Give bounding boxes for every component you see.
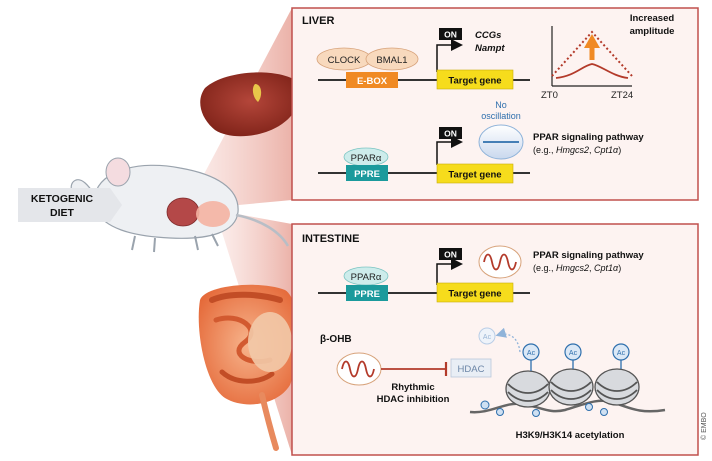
intestine-panel: INTESTINE PPARα PPRE ON Target gene PPAR… [291, 223, 699, 456]
ebox-label: E-BOX [357, 76, 388, 87]
hdac-label: HDAC [458, 364, 485, 375]
increased-label: Increased [630, 13, 675, 24]
faded-ac-mark [478, 327, 496, 345]
intestine-on-badge [439, 248, 462, 260]
intestine-ppar-alpha-label: PPARα [351, 272, 382, 283]
diet-label-line2: DIET [50, 207, 75, 219]
intestine-ppre-label: PPRE [354, 289, 380, 300]
liver-transcription-arrow-2 [436, 136, 463, 165]
ac-mark-2 [564, 343, 582, 361]
hdac-box [450, 358, 492, 378]
ac-label-1: Ac [527, 350, 536, 357]
nucleosome-2 [548, 368, 594, 406]
intestine-ppre-element [346, 285, 388, 301]
bmal1-protein [365, 47, 419, 71]
ccgs-label: CCGs [475, 30, 501, 41]
chromatin-fiber [469, 360, 666, 417]
liver-eg-line: (e.g., Hmgcs2, Cpt1α) [533, 145, 621, 155]
rhythmic-label: Rhythmic [391, 382, 434, 393]
bohb-oscillation-oval [336, 352, 382, 386]
liver-ppre-label: PPRE [354, 169, 380, 180]
liver-target-gene-label-2: Target gene [448, 170, 501, 181]
intestine-title: INTESTINE [302, 233, 359, 245]
bohb-wave [341, 360, 375, 378]
intestine-transcription-arrow [436, 258, 463, 285]
oscillation-label: oscillation [481, 111, 521, 121]
hdac-inhibition-label: HDAC inhibition [377, 394, 450, 405]
faded-ac-label: Ac [483, 334, 492, 341]
liver-target-gene-label-1: Target gene [448, 76, 501, 87]
acetylation-label: H3K9/H3K14 acetylation [516, 430, 625, 441]
liver-target-gene-1 [436, 69, 514, 90]
copyright-label: © EMBO [700, 412, 708, 440]
liver-on-badge-1 [439, 28, 462, 40]
amplitude-plot: ZT0 ZT24 Increased amplitude [541, 13, 674, 101]
ketogenic-diet-label: KETOGENIC DIET [18, 188, 122, 222]
liver-on-label-2: ON [444, 129, 457, 139]
bmal1-label: BMAL1 [376, 55, 407, 66]
bohb-label: β-OHB [320, 334, 352, 345]
ac-mark-3 [612, 343, 630, 361]
liver-illustration [200, 72, 301, 137]
mouse-illustration [70, 157, 290, 253]
intestine-illustration [198, 284, 298, 451]
amplitude-up-arrow [584, 34, 600, 48]
ac-mark-1 [522, 343, 540, 361]
no-label: No [495, 100, 507, 110]
nucleosome-1 [505, 370, 551, 408]
intestine-target-gene [436, 282, 514, 303]
clock-label: CLOCK [328, 55, 361, 66]
liver-target-gene-2 [436, 163, 514, 184]
zt0-label: ZT0 [541, 90, 558, 101]
ebox-element [346, 72, 398, 88]
liver-ppar-pathway-label: PPAR signaling pathway [533, 132, 644, 143]
liver-transcription-arrow-1 [436, 39, 463, 72]
amplitude-label: amplitude [630, 26, 675, 37]
nucleosome-3 [594, 368, 640, 406]
liver-title: LIVER [302, 15, 334, 27]
oscillation-wave [483, 253, 517, 271]
liver-on-badge-2 [439, 127, 462, 139]
liver-on-label-1: ON [444, 30, 457, 40]
intestine-ppar-pathway-label: PPAR signaling pathway [533, 250, 644, 261]
intestine-on-label: ON [444, 250, 457, 260]
zt24-label: ZT24 [611, 90, 633, 101]
liver-panel: LIVER CLOCK BMAL1 E-BOX ON Target gene C… [291, 7, 699, 201]
baseline-amplitude-curve [555, 63, 629, 79]
liver-ppar-alpha-label: PPARα [351, 153, 382, 164]
nampt-label: Nampt [475, 43, 505, 54]
ac-label-3: Ac [617, 350, 626, 357]
intestine-eg-line: (e.g., Hmgcs2, Cpt1α) [533, 263, 621, 273]
increased-amplitude-curve [551, 30, 633, 77]
intestine-target-gene-label: Target gene [448, 289, 501, 300]
liver-ppre-element [346, 165, 388, 181]
diet-label-line1: KETOGENIC [31, 193, 94, 205]
ac-label-2: Ac [569, 350, 578, 357]
